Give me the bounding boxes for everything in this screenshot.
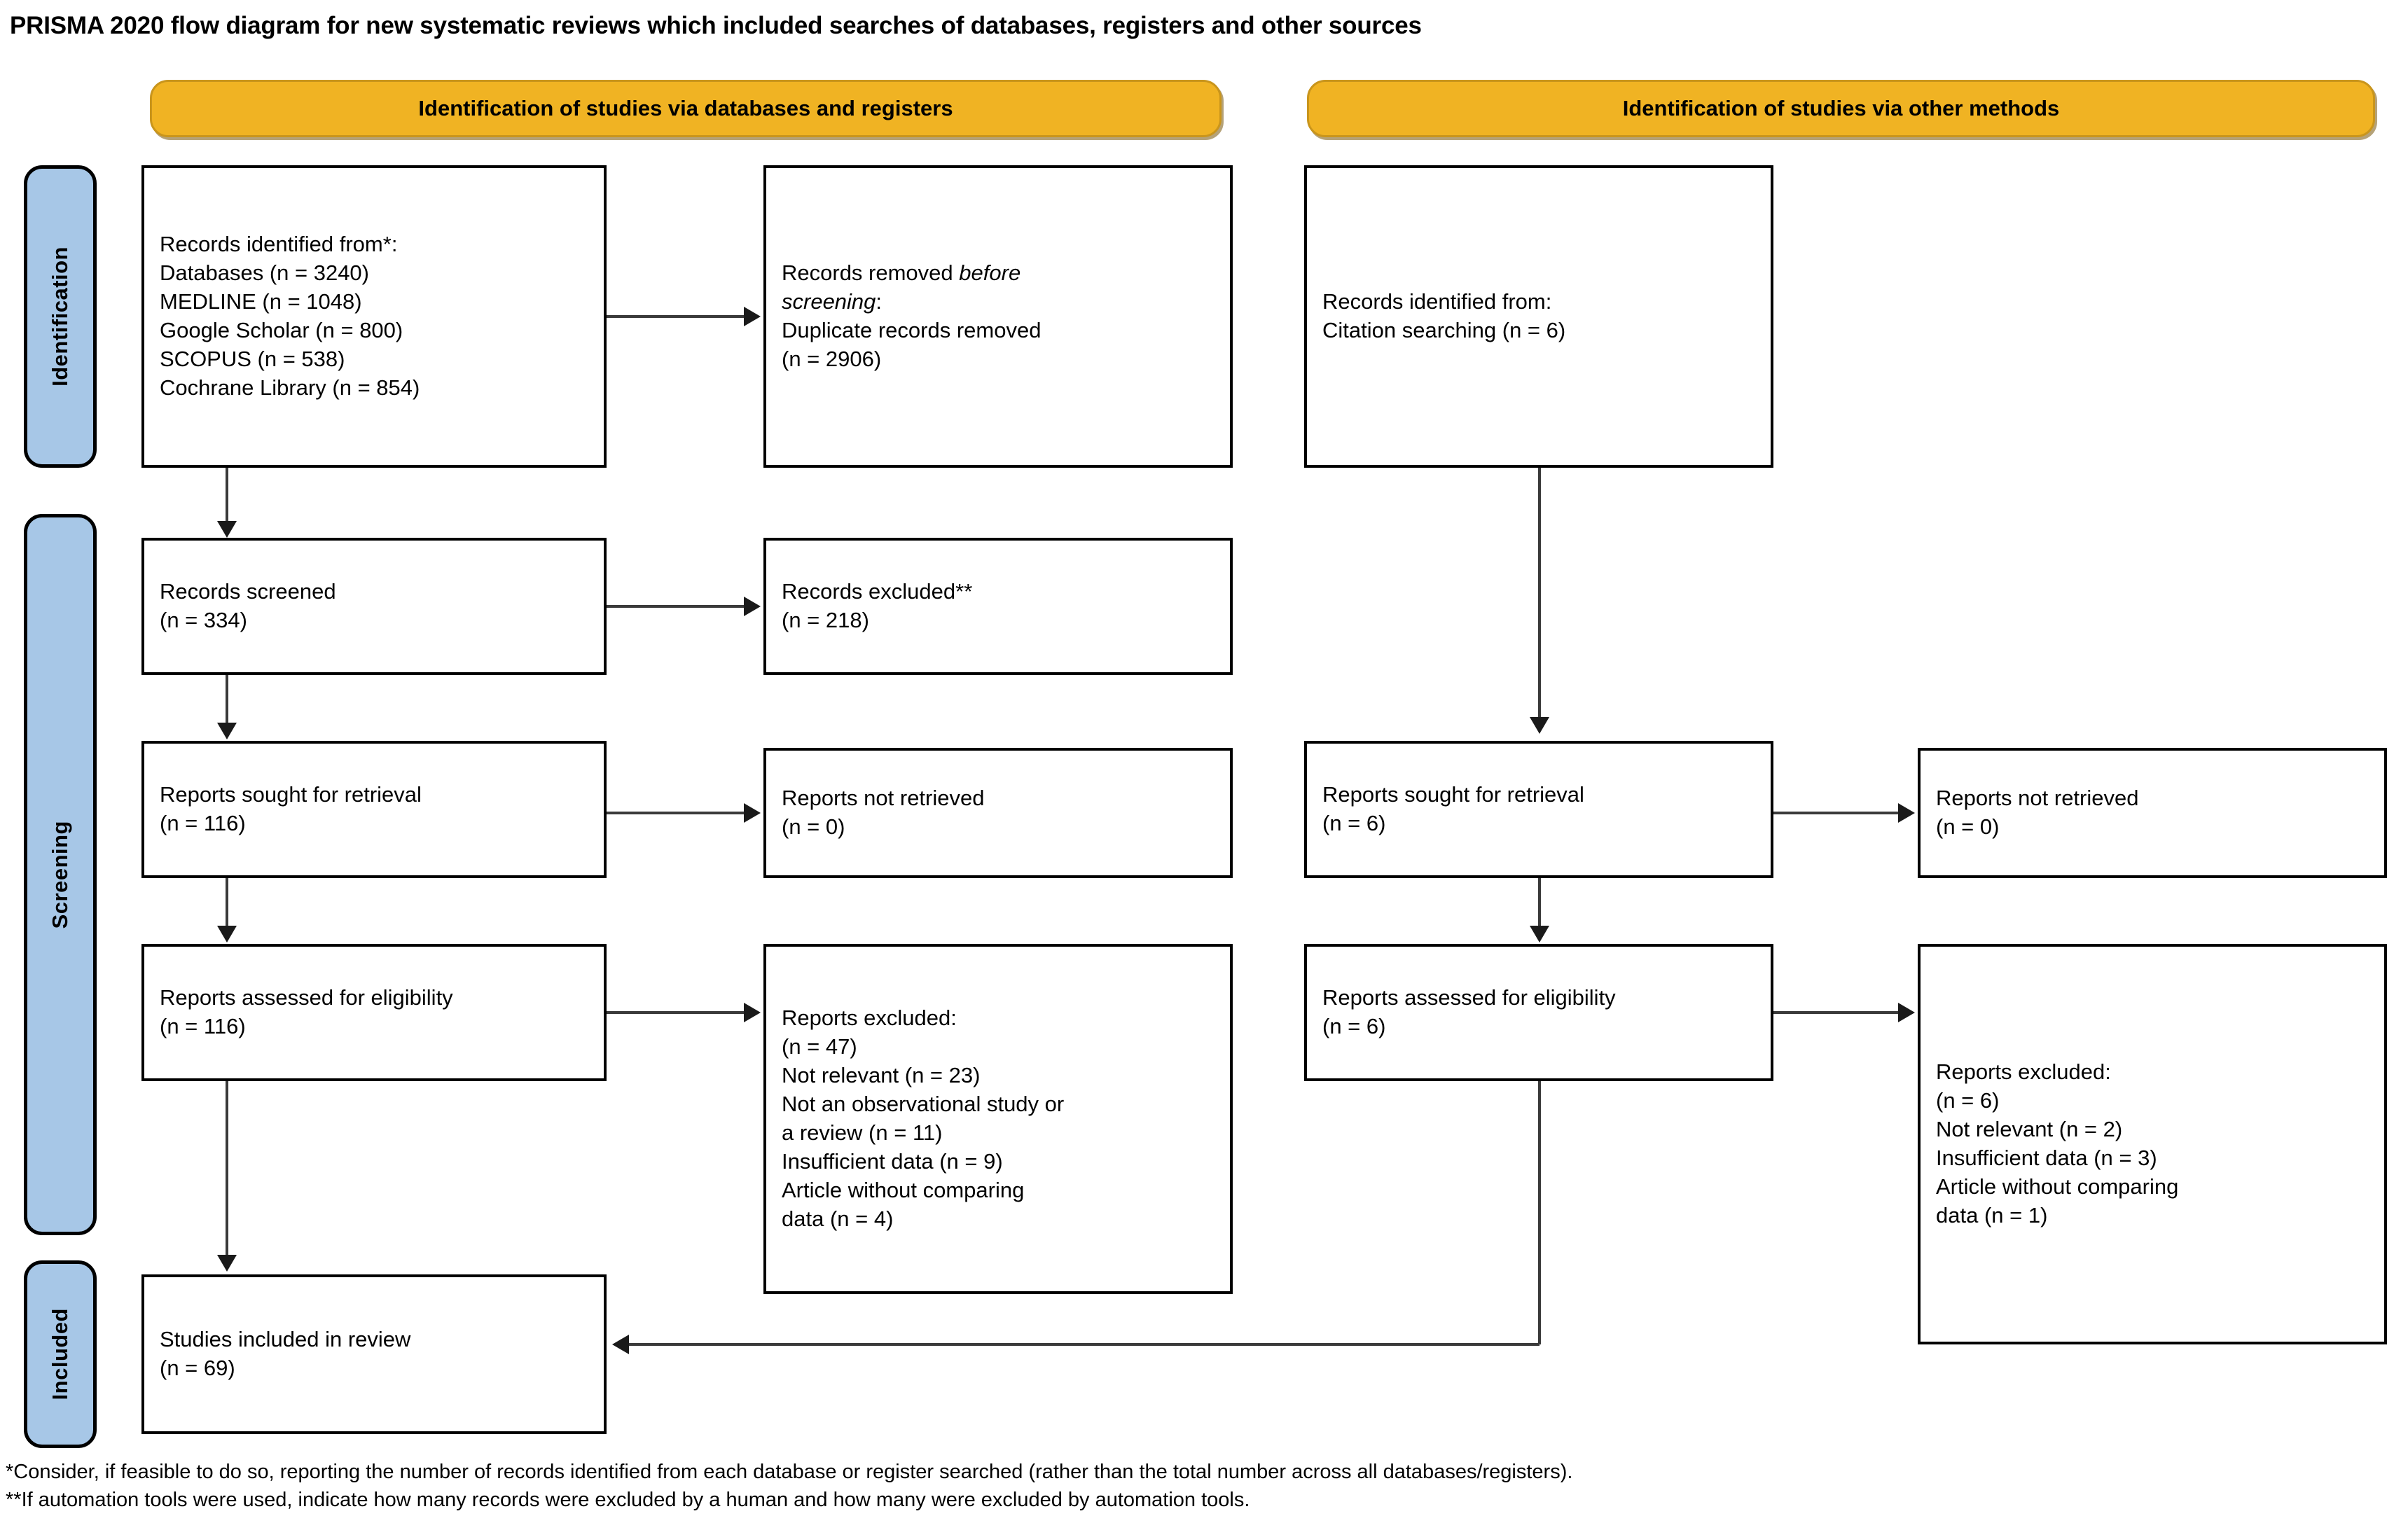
box-records-excluded-text: Records excluded** (n = 218): [782, 579, 973, 632]
connector-assessed-to-excluded-right: [1773, 1011, 1901, 1014]
stage-label-identification: Identification: [24, 165, 97, 468]
page-title: PRISMA 2020 flow diagram for new systema…: [10, 12, 1422, 39]
records-removed-rest: : Duplicate records removed (n = 2906): [782, 289, 1042, 371]
box-reports-sought-databases-text: Reports sought for retrieval (n = 116): [160, 782, 422, 835]
box-reports-assessed-databases: Reports assessed for eligibility (n = 11…: [141, 944, 607, 1081]
stage-label-included: Included: [24, 1260, 97, 1448]
box-studies-included: Studies included in review (n = 69): [141, 1274, 607, 1434]
arrowhead-identified-other-to-sought-other: [1530, 717, 1549, 734]
phase-header-databases: Identification of studies via databases …: [150, 80, 1222, 137]
phase-header-other-methods-label: Identification of studies via other meth…: [1622, 96, 2060, 120]
box-reports-excluded-databases: Reports excluded: (n = 47) Not relevant …: [763, 944, 1233, 1294]
connector-sought-to-assessed-left: [226, 878, 228, 927]
box-reports-not-retrieved-databases: Reports not retrieved (n = 0): [763, 748, 1233, 878]
connector-sought-to-assessed-right: [1538, 878, 1541, 927]
box-reports-excluded-databases-text: Reports excluded: (n = 47) Not relevant …: [782, 1006, 1065, 1231]
arrowhead-sought-to-not-retrieved-left: [744, 803, 761, 823]
connector-screened-to-sought: [226, 675, 228, 724]
arrowhead-sought-to-assessed-left: [217, 926, 237, 943]
connector-other-to-included-horizontal: [629, 1343, 1539, 1346]
connector-other-to-included-vertical: [1538, 1081, 1541, 1344]
box-reports-assessed-other: Reports assessed for eligibility (n = 6): [1304, 944, 1773, 1081]
box-records-identified-databases-text: Records identified from*: Databases (n =…: [160, 232, 420, 400]
box-reports-sought-databases: Reports sought for retrieval (n = 116): [141, 741, 607, 878]
box-reports-not-retrieved-other: Reports not retrieved (n = 0): [1918, 748, 2387, 878]
arrowhead-screened-to-sought: [217, 723, 237, 739]
connector-identified-to-screened: [226, 468, 228, 522]
box-records-identified-other: Records identified from: Citation search…: [1304, 165, 1773, 468]
arrowhead-assessed-to-excluded-left: [744, 1003, 761, 1022]
stage-label-identification-text: Identification: [48, 246, 72, 387]
box-records-removed-text: Records removed before screening: Duplic…: [782, 259, 1041, 374]
phase-header-databases-label: Identification of studies via databases …: [418, 96, 953, 120]
arrowhead-sought-to-assessed-right: [1530, 926, 1549, 943]
stage-label-screening-text: Screening: [48, 820, 72, 929]
box-reports-excluded-other: Reports excluded: (n = 6) Not relevant (…: [1918, 944, 2387, 1344]
records-removed-italic-screening: screening: [782, 289, 876, 314]
box-records-screened-text: Records screened (n = 334): [160, 579, 336, 632]
footnotes: *Consider, if feasible to do so, reporti…: [6, 1458, 2401, 1514]
arrowhead-other-to-included: [612, 1335, 629, 1354]
box-records-screened: Records screened (n = 334): [141, 538, 607, 675]
connector-sought-to-not-retrieved-right: [1773, 812, 1901, 814]
footnote-double-asterisk: **If automation tools were used, indicat…: [6, 1489, 1250, 1512]
box-studies-included-text: Studies included in review (n = 69): [160, 1327, 411, 1380]
box-records-identified-other-text: Records identified from: Citation search…: [1322, 289, 1566, 342]
arrowhead-assessed-to-included: [217, 1255, 237, 1272]
box-reports-assessed-other-text: Reports assessed for eligibility (n = 6): [1322, 985, 1616, 1038]
arrowhead-identified-to-screened: [217, 521, 237, 538]
box-reports-sought-other-text: Reports sought for retrieval (n = 6): [1322, 782, 1584, 835]
connector-identified-other-to-sought-other: [1538, 468, 1541, 718]
connector-assessed-to-included: [226, 1081, 228, 1256]
stage-label-screening: Screening: [24, 514, 97, 1235]
box-reports-not-retrieved-databases-text: Reports not retrieved (n = 0): [782, 786, 985, 839]
box-reports-sought-other: Reports sought for retrieval (n = 6): [1304, 741, 1773, 878]
footnote-asterisk: *Consider, if feasible to do so, reporti…: [6, 1461, 1573, 1483]
records-removed-lead: Records removed: [782, 260, 960, 286]
box-records-excluded: Records excluded** (n = 218): [763, 538, 1233, 675]
connector-sought-to-not-retrieved-left: [607, 812, 747, 814]
arrowhead-identified-to-removed: [744, 307, 761, 326]
connector-assessed-to-excluded-left: [607, 1011, 747, 1014]
box-reports-excluded-other-text: Reports excluded: (n = 6) Not relevant (…: [1936, 1059, 2179, 1227]
arrowhead-sought-to-not-retrieved-right: [1898, 803, 1915, 823]
connector-identified-to-removed: [607, 315, 747, 318]
arrowhead-assessed-to-excluded-right: [1898, 1003, 1915, 1022]
records-removed-italic-before: before: [959, 260, 1021, 286]
box-reports-not-retrieved-other-text: Reports not retrieved (n = 0): [1936, 786, 2139, 839]
arrowhead-screened-to-excluded: [744, 597, 761, 616]
box-reports-assessed-databases-text: Reports assessed for eligibility (n = 11…: [160, 985, 453, 1038]
phase-header-other-methods: Identification of studies via other meth…: [1307, 80, 2375, 137]
connector-screened-to-excluded: [607, 605, 747, 608]
box-records-identified-databases: Records identified from*: Databases (n =…: [141, 165, 607, 468]
stage-label-included-text: Included: [48, 1308, 72, 1400]
box-records-removed-before-screening: Records removed before screening: Duplic…: [763, 165, 1233, 468]
